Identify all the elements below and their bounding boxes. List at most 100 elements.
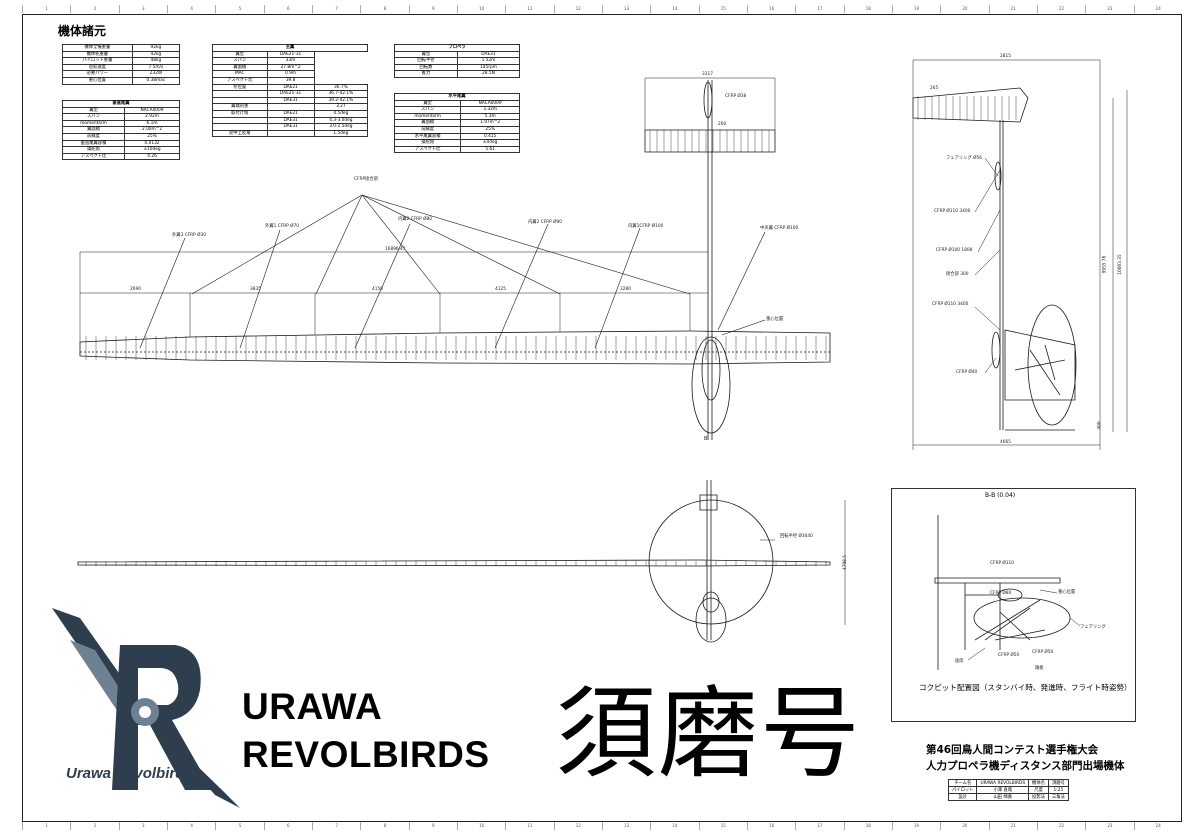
ruler-tick: 2 — [70, 822, 118, 830]
ruler-tick: 3 — [118, 5, 167, 13]
ruler-tick: 1 — [22, 5, 70, 13]
ruler-tick: 11 — [505, 5, 553, 13]
fairing-label: フェアリング Ø56 — [946, 156, 982, 161]
cockpit-fairing: フェアリング — [1080, 625, 1106, 630]
side-cfrp-1-label: CFRP Ø110 3400 — [934, 209, 971, 214]
ruler-tick: 8 — [360, 5, 408, 13]
total-span-dimension: 16896.47 — [385, 247, 406, 252]
side-cfrp-3-label: CFRP Ø110 3400 — [932, 302, 969, 307]
ruler-tick: 5 — [215, 822, 263, 830]
ruler-tick: 9 — [408, 822, 457, 830]
segment-1-dimension: 2690 — [130, 287, 141, 292]
tail-chord-dimension: 260 — [718, 122, 727, 127]
team-name-line-1: URAWA — [242, 686, 383, 727]
main-wing-top-view — [79, 330, 831, 365]
event-title-line-2: 人力プロペラ機ディスタンス部門出場機体 — [926, 760, 1125, 772]
team-name-line-2: REVOLBIRDS — [242, 734, 490, 775]
cockpit-section-drawing — [934, 515, 1081, 670]
side-view — [912, 59, 1128, 450]
cockpit-pedal: 踏板 — [1035, 666, 1044, 671]
ruler-tick: 18 — [843, 5, 892, 13]
ruler-tick: 13 — [601, 5, 650, 13]
ruler-tick: 17 — [795, 822, 843, 830]
ruler-tick: 14 — [650, 822, 698, 830]
ruler-tick: 21 — [988, 822, 1037, 830]
cockpit-cfrp-low-1: CFRP Ø50 — [998, 653, 1020, 658]
ruler-tick: 23 — [1085, 5, 1133, 13]
side-cfrp-2-label: CFRP Ø100 1808 — [936, 248, 973, 253]
table-cell: アスペクト比 — [61, 152, 126, 161]
ruler-tick: 8 — [360, 822, 408, 830]
ruler-tick: 13 — [601, 822, 650, 830]
table-cell: 28.5N — [456, 70, 521, 78]
table-cell: 小澤 直哉 — [976, 786, 1030, 794]
side-joint-label: 接合部 300 — [946, 272, 969, 277]
team-logo-graphic — [52, 608, 240, 808]
event-title-line-1: 第46回鳥人間コンテスト選手権大会 — [926, 744, 1099, 756]
side-small-dimension-2: 400 — [1097, 421, 1103, 430]
table-cell: 1.5deg — [313, 129, 369, 138]
cg-label: 重心位置 — [766, 317, 784, 322]
cockpit-seat: 座席 — [955, 659, 964, 664]
segment-2-dimension: 3835 — [250, 287, 261, 292]
ruler-tick: 3 — [118, 822, 167, 830]
ruler-tick: 16 — [746, 5, 795, 13]
ruler-tick: 19 — [891, 5, 940, 13]
ruler-tick: 10 — [456, 5, 505, 13]
ruler-tick: 7 — [311, 5, 360, 13]
segment-5-dimension: 3280 — [620, 287, 631, 292]
ruler-tick: 4 — [166, 822, 215, 830]
ruler-tick: 6 — [263, 5, 312, 13]
ruler-tick: 5 — [215, 5, 263, 13]
side-cfrp-4-label: CFRP Ø40 — [956, 370, 978, 375]
ruler-tick: 20 — [940, 5, 988, 13]
segment-4-dimension: 4125 — [495, 287, 506, 292]
side-top-dimension: 2815 — [1000, 54, 1011, 59]
inner-wing-2-label: 内翼2 CFRP Ø80 — [398, 217, 432, 222]
ruler-tick: 18 — [843, 822, 892, 830]
table-row: 設計山田 晴真投影法三角法 — [947, 793, 1069, 801]
ruler-tick: 12 — [553, 822, 602, 830]
inner-wing-1-label: 内翼1CFRP Ø100 — [628, 224, 664, 229]
center-wing-label: 中央翼 CFRP Ø100 — [760, 226, 799, 231]
table-cell: 須磨号 — [1047, 779, 1069, 787]
table-cell: 設計 — [947, 793, 978, 801]
table-cell: 4.26 — [124, 152, 180, 161]
height-dimension: 4798.5 — [843, 554, 849, 571]
ruler-tick: 10 — [456, 822, 505, 830]
cockpit-cfrp-mid: CFRP Ø80 — [990, 591, 1012, 596]
front-view — [77, 480, 846, 643]
table-cell: 1:25 — [1047, 786, 1069, 794]
ruler-tick: 24 — [1133, 5, 1182, 13]
segment-3-dimension: 4150 — [372, 287, 383, 292]
outer-wing-3-label: 外翼3 CFRP Ø30 — [172, 233, 206, 238]
ruler-tick: 19 — [891, 822, 940, 830]
side-small-dimension: 265 — [930, 86, 939, 91]
outer-wing-1-label: 外翼1 CFRP Ø70 — [265, 224, 299, 229]
ruler-tick: 15 — [698, 822, 747, 830]
table-cell: 投影法 — [1028, 793, 1049, 801]
table-cell: URAWA REVOLBIRDS — [976, 779, 1030, 787]
aircraft-name: 須磨号 — [556, 675, 862, 792]
cockpit-section-box — [891, 488, 1136, 722]
cockpit-cfrp-low-2: CFRP Ø50 — [1032, 650, 1054, 655]
drawing-frame — [22, 14, 1182, 822]
table-cell: パイロット — [947, 786, 978, 794]
table-cell: 0.38mac — [131, 76, 181, 85]
ruler-tick: 22 — [1036, 822, 1085, 830]
ruler-tick: 4 — [166, 5, 215, 13]
propeller-circle-label: 回転半径 Ø3040 — [780, 534, 813, 539]
cfrp-joint-label: CFRP接合部 — [354, 177, 378, 182]
table-cell: 機体名 — [1028, 779, 1049, 787]
